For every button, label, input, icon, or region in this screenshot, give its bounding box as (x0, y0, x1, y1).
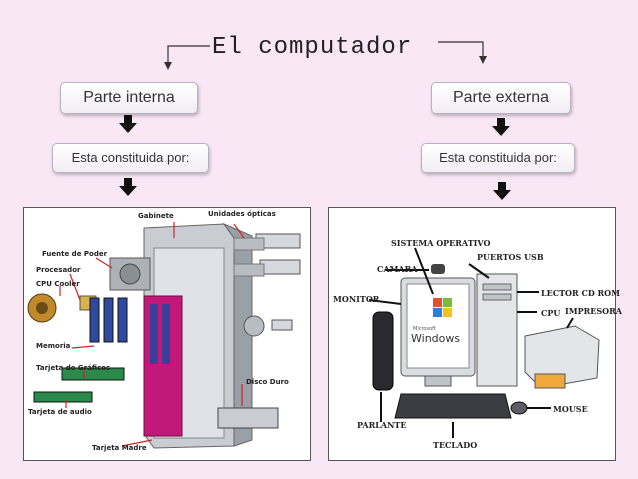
pc-case-illustration (27, 222, 301, 449)
windows-brand-text: Microsoft (413, 326, 436, 332)
label-impresora: IMPRESORA (565, 306, 622, 316)
label-monitor: MONITOR (333, 294, 380, 304)
label-fuente-de-poder: Fuente de Poder (42, 250, 108, 258)
arrow-down-icon (119, 178, 137, 196)
windows-logo-text: Windows (411, 332, 461, 345)
desktop-setup-illustration (368, 247, 600, 438)
label-memoria: Memoria (36, 342, 71, 350)
label-procesador: Procesador (36, 266, 81, 274)
parte-interna-label: Parte interna (83, 89, 175, 106)
diagram-title: El computador (212, 34, 413, 61)
right-constituida-box: Esta constituida por: (421, 143, 575, 173)
label-teclado: TECLADO (433, 440, 478, 450)
label-unidades-opticas: Unidades ópticas (208, 210, 276, 218)
right-constituida-label: Esta constituida por: (439, 150, 557, 165)
label-parlante: PARLANTE (357, 420, 407, 430)
parte-interna-box: Parte interna (60, 82, 198, 114)
parte-externa-box: Parte externa (431, 82, 571, 114)
arrow-down-icon (119, 115, 137, 133)
label-puertos-usb: PUERTOS USB (477, 252, 544, 262)
label-tarjeta-graficos: Tarjeta de Gráficos (36, 364, 111, 372)
label-gabinete: Gabinete (138, 212, 174, 220)
label-disco-duro: Disco Duro (246, 378, 289, 386)
label-cpu: CPU (541, 308, 561, 318)
label-tarjeta-madre: Tarjeta Madre (92, 444, 147, 452)
label-lector-cd-rom: LECTOR CD ROM (541, 288, 621, 298)
external-parts-panel: SISTEMA OPERATIVO PUERTOS USB CAMARA MON… (328, 207, 622, 461)
left-constituida-box: Esta constituida por: (52, 143, 209, 173)
left-constituida-label: Esta constituida por: (71, 150, 190, 165)
label-camara: CAMARA (377, 264, 418, 274)
label-mouse: MOUSE (553, 404, 588, 414)
title-connectors (164, 41, 487, 70)
arrow-down-icon (493, 182, 511, 200)
label-tarjeta-audio: Tarjeta de audio (28, 408, 92, 416)
label-cpu-cooler: CPU Cooler (36, 280, 80, 288)
parte-externa-label: Parte externa (452, 89, 550, 106)
arrow-down-icon (492, 118, 510, 136)
label-sistema-operativo: SISTEMA OPERATIVO (391, 238, 491, 248)
internal-parts-panel: Gabinete Unidades ópticas Fuente de Pode… (23, 207, 311, 461)
